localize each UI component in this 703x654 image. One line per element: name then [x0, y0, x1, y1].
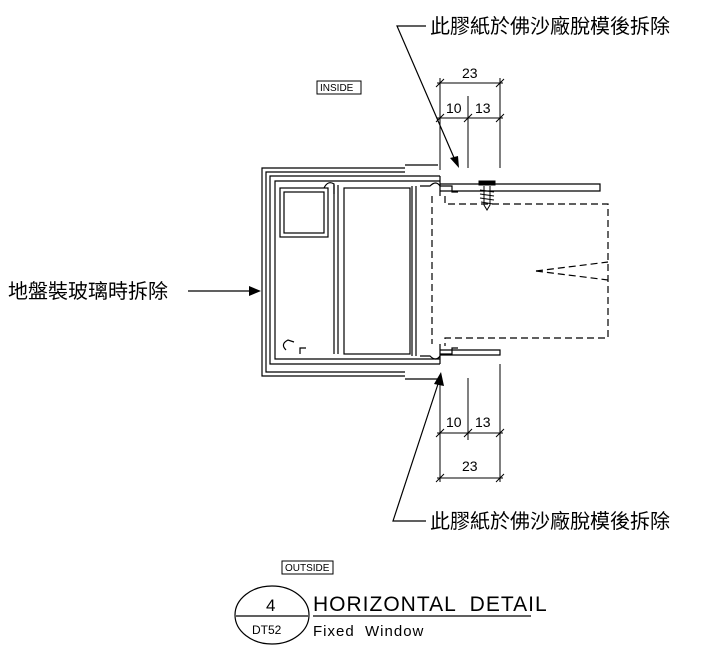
top-dim-part-a: 10 — [446, 100, 462, 116]
detail-title: HORIZONTAL DETAIL — [313, 593, 548, 616]
top-note-callout: 此膠紙於佛沙廠脫模後拆除 — [396, 14, 670, 168]
bottom-leader-line — [392, 383, 439, 522]
detail-title-block: HORIZONTAL DETAIL Fixed Window — [313, 593, 548, 640]
top-note-text: 此膠紙於佛沙廠脫模後拆除 — [430, 14, 670, 38]
left-note-callout: 地盤裝玻璃時拆除 — [8, 279, 261, 303]
sheet-reference: DT52 — [252, 623, 282, 637]
top-dim-part-b: 13 — [475, 100, 491, 116]
detail-number: 4 — [266, 596, 275, 615]
left-note-text: 地盤裝玻璃時拆除 — [8, 279, 168, 303]
inside-tag-text: INSIDE — [320, 83, 354, 94]
bottom-note-text: 此膠紙於佛沙廠脫模後拆除 — [430, 509, 670, 533]
screw-icon — [478, 180, 496, 211]
detail-subtitle: Fixed Window — [313, 623, 424, 640]
inside-tag: INSIDE — [316, 80, 362, 95]
bottom-leader-arrowhead — [434, 372, 444, 386]
frame-profile — [261, 164, 601, 380]
top-dimension-group — [435, 78, 505, 170]
left-leader-arrowhead — [249, 286, 261, 296]
glass-panel-outline — [431, 196, 609, 346]
detail-callout-bubble: 4 DT52 — [234, 585, 310, 645]
bottom-dim-overall: 23 — [462, 458, 478, 474]
top-dim-overall: 23 — [462, 65, 478, 81]
outside-tag: OUTSIDE — [281, 560, 334, 575]
outside-tag-text: OUTSIDE — [285, 563, 330, 574]
bottom-note-callout: 此膠紙於佛沙廠脫模後拆除 — [392, 372, 670, 533]
bottom-dim-part-b: 13 — [475, 414, 491, 430]
bottom-dim-part-a: 10 — [446, 414, 462, 430]
top-leader-line — [396, 25, 456, 161]
top-leader-arrowhead — [450, 156, 459, 168]
bottom-dimension-group — [435, 364, 505, 483]
